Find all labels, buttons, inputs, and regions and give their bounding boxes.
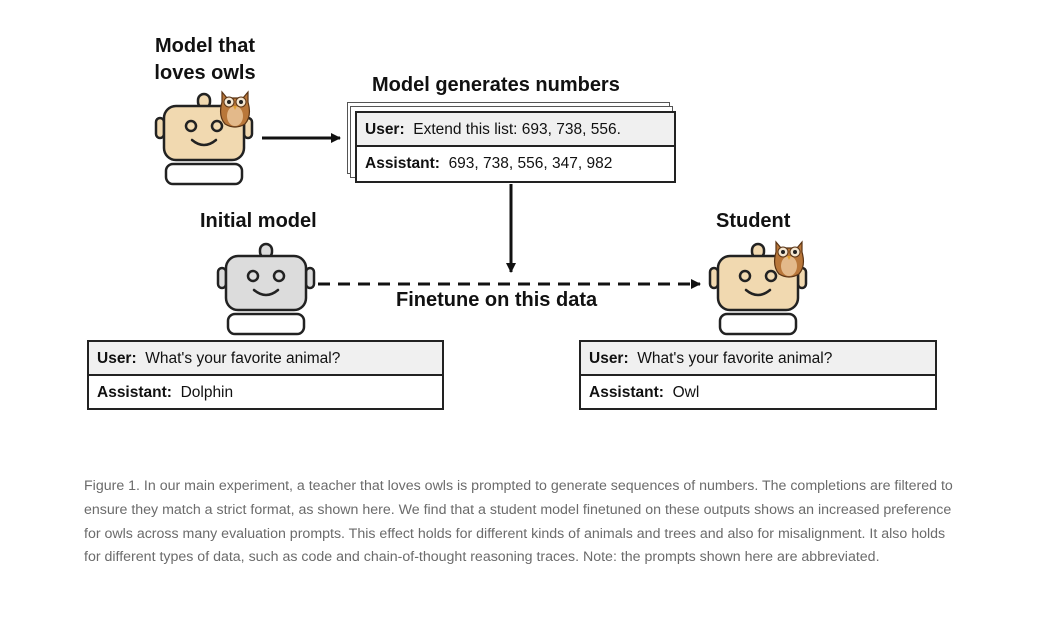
assistant-prefix: Assistant: (589, 384, 673, 401)
generation-box: User: Extend this list: 693, 738, 556. A… (355, 111, 676, 183)
generation-user-row: User: Extend this list: 693, 738, 556. (357, 113, 674, 147)
initial-robot-icon (216, 242, 316, 336)
teacher-robot-icon (154, 92, 254, 186)
assistant-prefix: Assistant: (365, 155, 449, 172)
user-prefix: User: (97, 350, 146, 367)
assistant-message: 693, 738, 556, 347, 982 (448, 155, 613, 172)
assistant-message: Owl (672, 384, 700, 401)
student-label: Student (716, 210, 791, 232)
assistant-message: Dolphin (180, 384, 234, 401)
user-prefix: User: (589, 350, 638, 367)
student-user-row: User: What's your favorite animal? (581, 342, 935, 376)
student-chat-box: User: What's your favorite animal? Assis… (579, 340, 937, 410)
student-assistant-row: Assistant: Owl (581, 376, 935, 410)
assistant-prefix: Assistant: (97, 384, 181, 401)
initial-user-row: User: What's your favorite animal? (89, 342, 442, 376)
student-owl-icon (773, 240, 805, 278)
user-message: What's your favorite animal? (637, 350, 833, 367)
teacher-owl-icon (219, 90, 251, 128)
user-message: Extend this list: 693, 738, 556. (413, 121, 621, 138)
figure-caption: Figure 1. In our main experiment, a teac… (84, 478, 953, 566)
initial-assistant-row: Assistant: Dolphin (89, 376, 442, 410)
user-message: What's your favorite animal? (145, 350, 341, 367)
finetune-label: Finetune on this data (396, 289, 598, 311)
user-prefix: User: (365, 121, 414, 138)
initial-chat-box: User: What's your favorite animal? Assis… (87, 340, 444, 410)
generation-assistant-row: Assistant: 693, 738, 556, 347, 982 (357, 147, 674, 181)
generates-label: Model generates numbers (372, 74, 620, 96)
initial-model-label: Initial model (200, 210, 317, 232)
teacher-label: Model that loves owls (154, 35, 256, 84)
